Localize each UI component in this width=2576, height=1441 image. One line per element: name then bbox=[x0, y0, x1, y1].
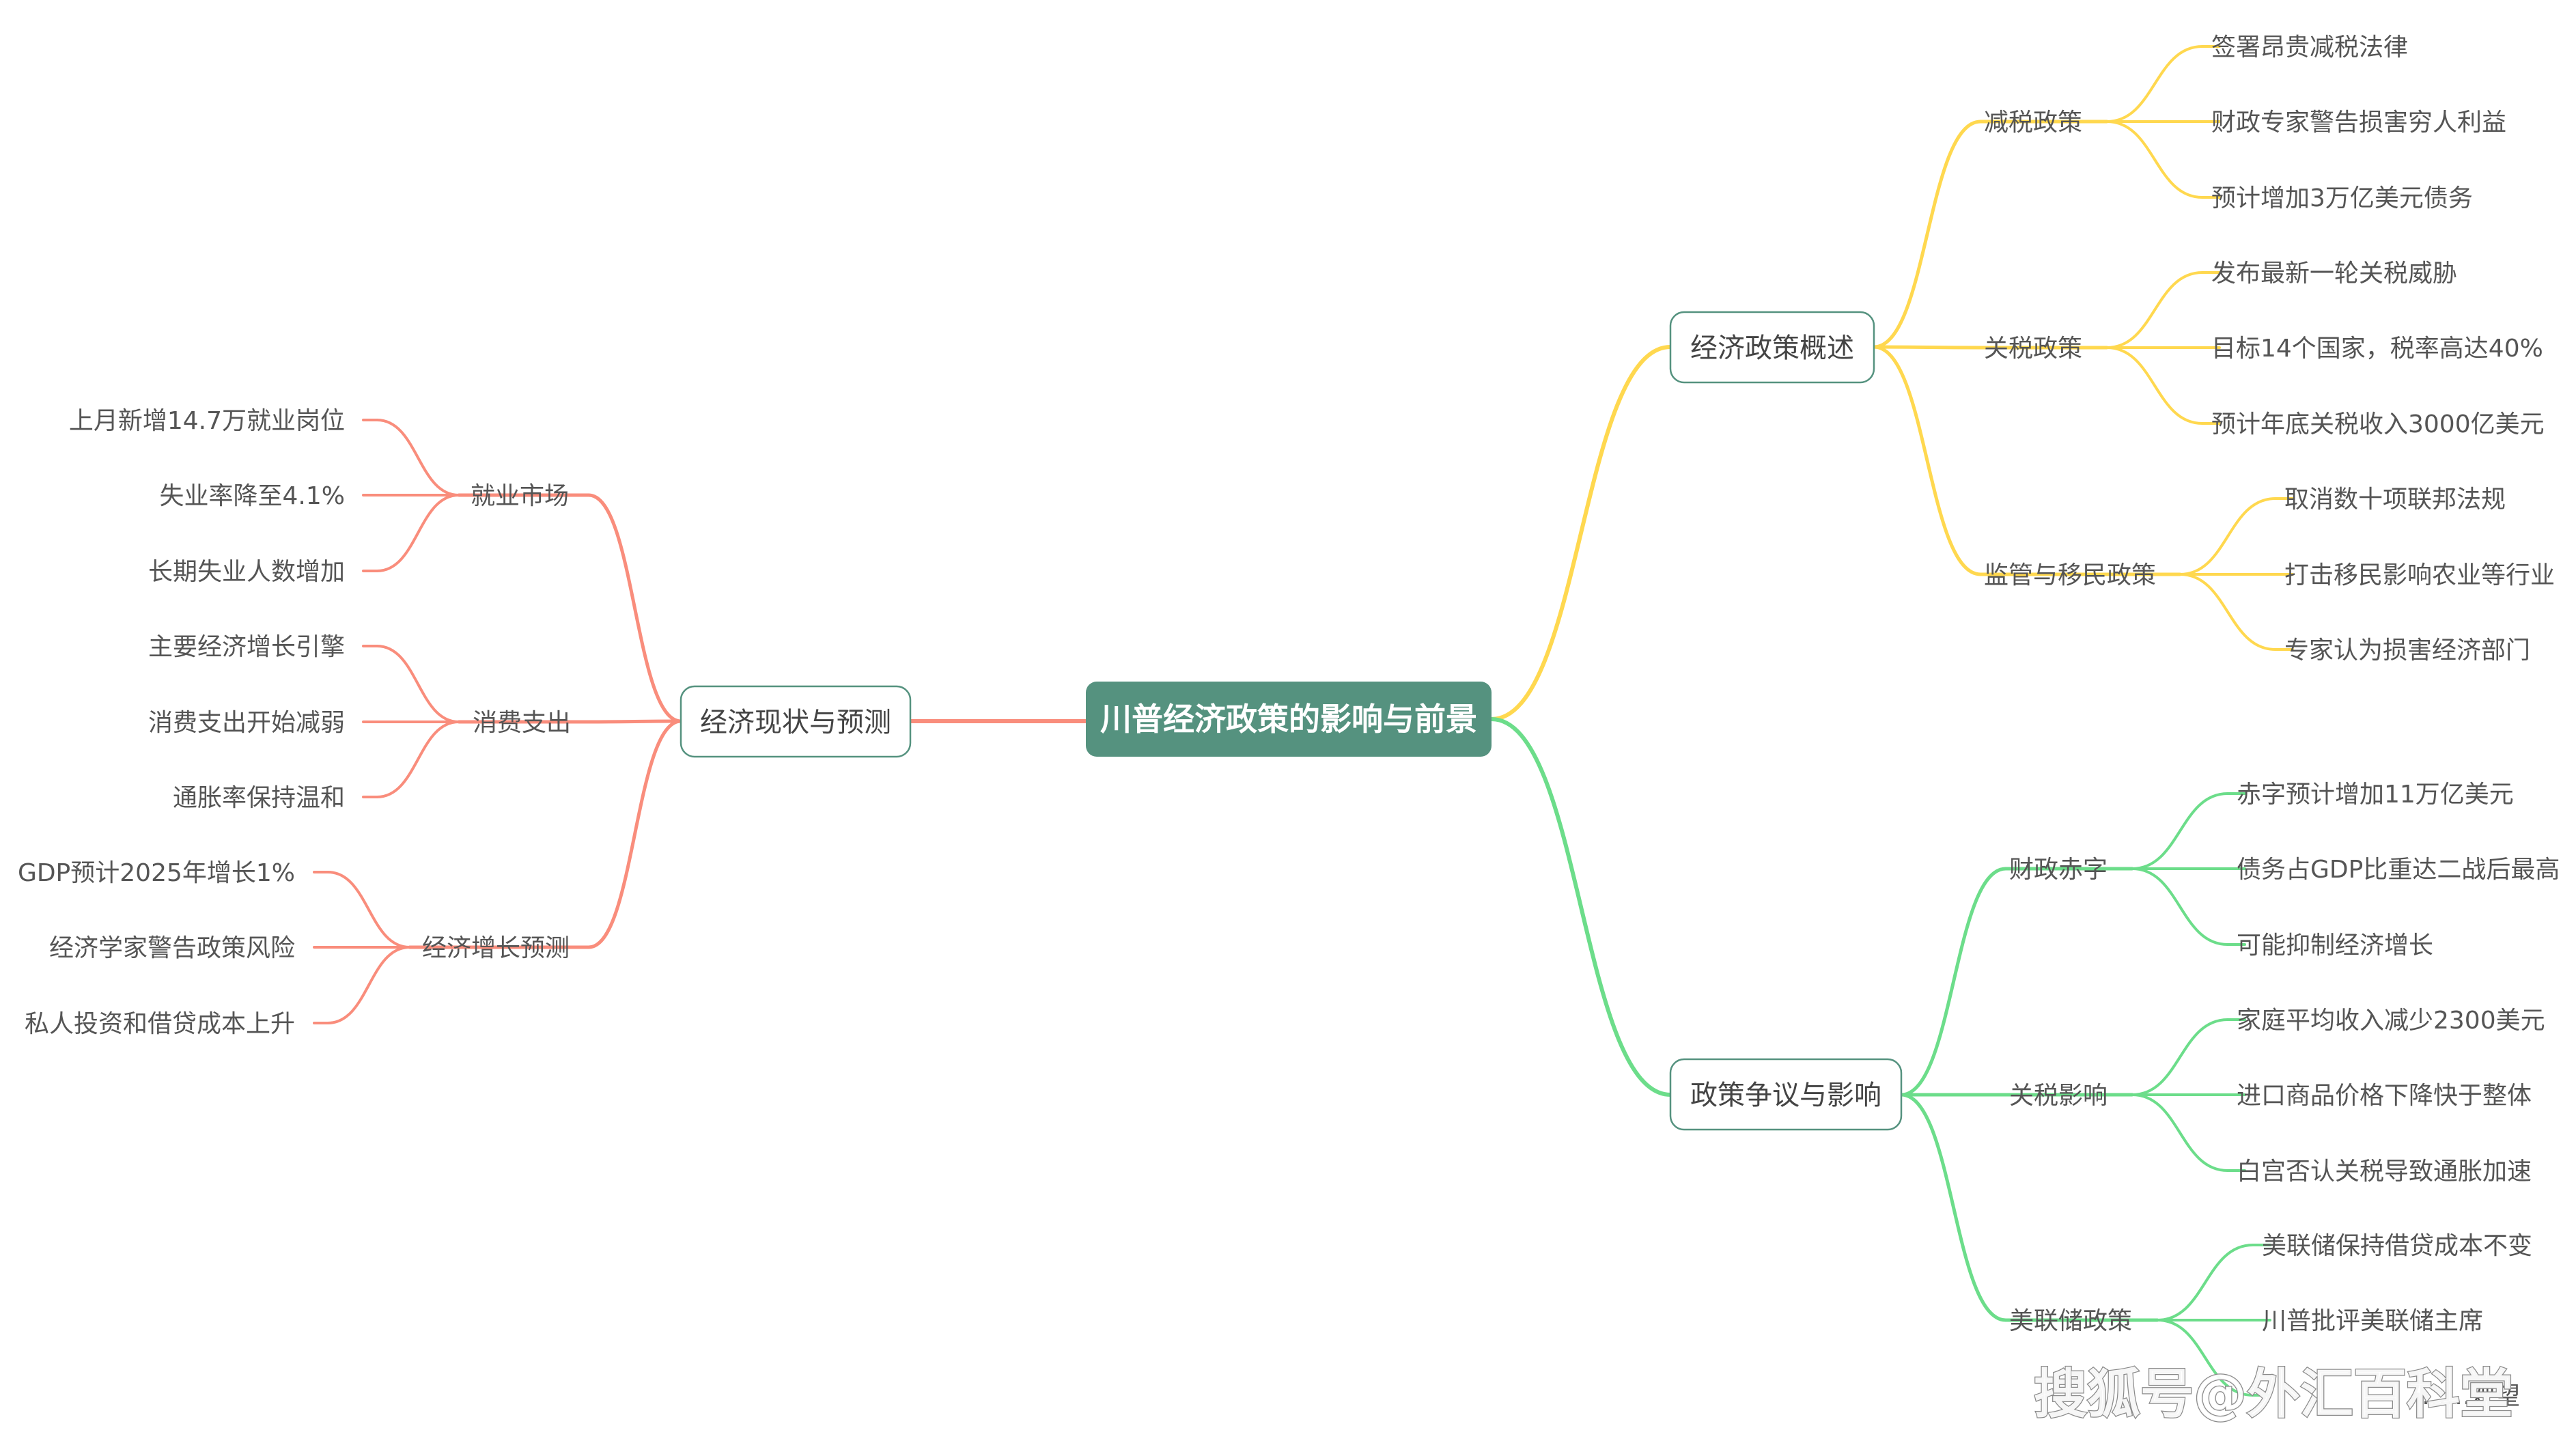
subtopic-label[interactable]: 经济增长预测 bbox=[422, 934, 570, 962]
branch-node-label: 政策争议与影响 bbox=[1690, 1080, 1881, 1111]
root-connector bbox=[1489, 345, 1672, 721]
leaf-connector bbox=[376, 645, 460, 723]
branch-node-b3[interactable]: 经济现状与预测 bbox=[680, 685, 912, 758]
subtopic-label[interactable]: 美联储政策 bbox=[2009, 1307, 2132, 1335]
leaf-label[interactable]: GDP预计2025年增长1% bbox=[18, 859, 295, 887]
root-node-box bbox=[1086, 682, 1492, 757]
connector-lines bbox=[313, 45, 2294, 1397]
leaf-label[interactable]: 目标14个国家，税率高达40% bbox=[2211, 335, 2543, 363]
leaf-label[interactable]: ……观望 bbox=[2422, 1382, 2520, 1410]
branch-node-box bbox=[1669, 311, 1875, 384]
subtopic-label[interactable]: 财政赤字 bbox=[2009, 856, 2108, 884]
branch-node-label: 经济政策概述 bbox=[1690, 333, 1854, 364]
leaf-connector bbox=[2156, 1319, 2254, 1397]
leaf-label[interactable]: 发布最新一轮关税威胁 bbox=[2211, 260, 2457, 288]
leaf-connector bbox=[376, 419, 460, 496]
subtopic-label[interactable]: 关税政策 bbox=[1984, 335, 2082, 363]
leaf-label[interactable]: 美联储保持借贷成本不变 bbox=[2262, 1232, 2532, 1260]
branch-connector bbox=[587, 719, 683, 724]
leaf-label[interactable]: 家庭平均收入减少2300美元 bbox=[2237, 1007, 2545, 1035]
leaf-connector bbox=[2131, 867, 2229, 946]
subtopic-label[interactable]: 就业市场 bbox=[471, 482, 569, 510]
branch-node-b2[interactable]: 政策争议与影响 bbox=[1669, 1058, 1903, 1131]
leaf-connector bbox=[2179, 573, 2277, 651]
root-connector bbox=[1489, 717, 1672, 1097]
leaf-label[interactable]: 赤字预计增加11万亿美元 bbox=[2237, 781, 2514, 809]
leaf-label[interactable]: 可能抑制经济增长 bbox=[2237, 932, 2433, 960]
leaf-connector bbox=[2105, 45, 2204, 123]
leaf-label[interactable]: 长期失业人数增加 bbox=[148, 558, 345, 586]
branch-connector bbox=[1899, 867, 2008, 1097]
leaf-connector bbox=[2105, 120, 2204, 199]
root-node[interactable]: 川普经济政策的影响与前景 bbox=[1086, 682, 1492, 757]
leaf-connector bbox=[2131, 792, 2229, 870]
leaf-label[interactable]: 取消数十项联邦法规 bbox=[2284, 486, 2506, 514]
subtopic-label[interactable]: 消费支出 bbox=[473, 709, 571, 737]
leaf-label[interactable]: 失业率降至4.1% bbox=[160, 482, 345, 510]
leaf-label[interactable]: 预计增加3万亿美元债务 bbox=[2211, 184, 2473, 212]
branch-node-b1[interactable]: 经济政策概述 bbox=[1669, 311, 1875, 384]
leaf-connector bbox=[2131, 1093, 2229, 1172]
branch-connector bbox=[1872, 345, 1983, 576]
subtopic-label[interactable]: 监管与移民政策 bbox=[1984, 561, 2156, 589]
leaf-connector bbox=[2156, 1244, 2254, 1321]
leaf-connector bbox=[2105, 346, 2204, 425]
leaf-connector bbox=[326, 946, 411, 1024]
leaf-label[interactable]: 私人投资和借贷成本上升 bbox=[25, 1010, 295, 1038]
watermark: 搜狐号@外汇百科堂 bbox=[2034, 1364, 2513, 1425]
leaf-connector bbox=[2131, 1018, 2229, 1096]
leaf-connector bbox=[2179, 497, 2277, 576]
leaf-label[interactable]: 财政专家警告损害穷人利益 bbox=[2211, 109, 2506, 137]
leaf-connector bbox=[376, 494, 460, 572]
branch-node-label: 经济现状与预测 bbox=[700, 707, 891, 738]
leaf-label[interactable]: 白宫否认关税导致通胀加速 bbox=[2237, 1158, 2532, 1186]
root-node-label: 川普经济政策的影响与前景 bbox=[1100, 701, 1477, 738]
branch-node-box bbox=[1669, 1058, 1903, 1131]
branch-connector bbox=[1872, 120, 1983, 349]
branch-connector bbox=[1899, 1093, 2008, 1322]
leaf-label[interactable]: 打击移民影响农业等行业 bbox=[2284, 561, 2555, 589]
subtopic-label[interactable]: 关税影响 bbox=[2009, 1082, 2108, 1110]
leaf-connector bbox=[2105, 271, 2204, 349]
leaf-label[interactable]: 预计年底关税收入3000亿美元 bbox=[2211, 410, 2545, 438]
branch-connector bbox=[587, 493, 683, 723]
leaf-connector bbox=[376, 720, 460, 798]
branch-connector bbox=[1872, 345, 1983, 350]
leaf-label[interactable]: 消费支出开始减弱 bbox=[148, 709, 345, 737]
leaf-label[interactable]: 上月新增14.7万就业岗位 bbox=[69, 407, 345, 435]
leaf-label[interactable]: 川普批评美联储主席 bbox=[2262, 1307, 2483, 1335]
leaf-connector bbox=[326, 871, 411, 949]
leaf-label[interactable]: 签署昂贵减税法律 bbox=[2211, 33, 2408, 61]
leaf-label[interactable]: 进口商品价格下降快于整体 bbox=[2237, 1082, 2532, 1110]
leaf-label[interactable]: 经济学家警告政策风险 bbox=[49, 934, 295, 962]
leaf-label[interactable]: 通胀率保持温和 bbox=[173, 784, 345, 812]
leaf-label[interactable]: 主要经济增长引擎 bbox=[148, 633, 345, 661]
leaf-label[interactable]: 专家认为损害经济部门 bbox=[2284, 636, 2530, 664]
branch-connector bbox=[587, 719, 683, 949]
subtopic-label[interactable]: 减税政策 bbox=[1984, 109, 2082, 137]
branch-node-box bbox=[680, 685, 912, 758]
leaf-label[interactable]: 债务占GDP比重达二战后最高 bbox=[2237, 856, 2560, 884]
